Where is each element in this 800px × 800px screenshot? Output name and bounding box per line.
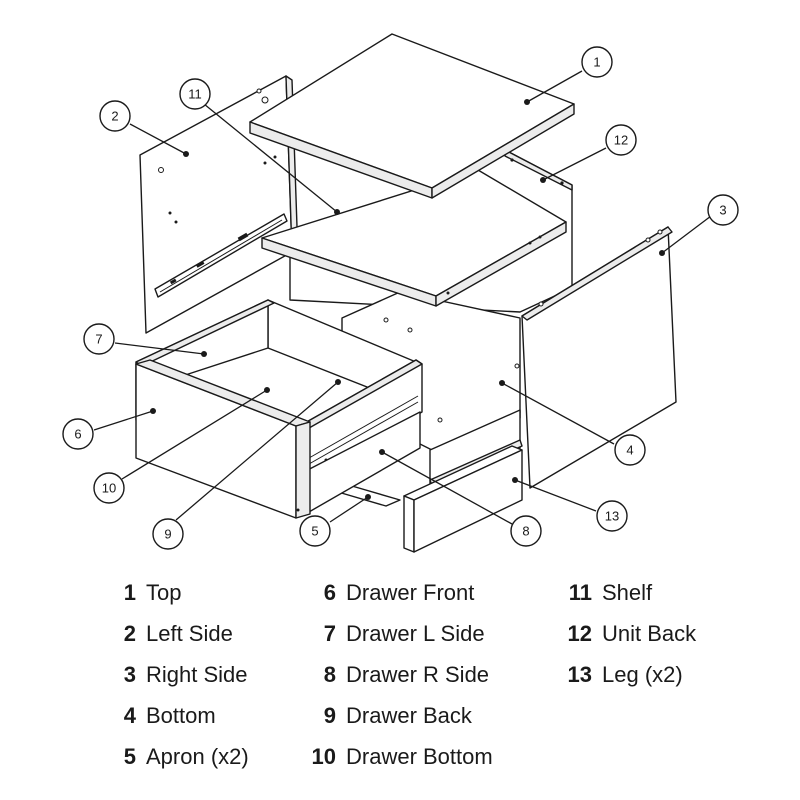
callout-7: 7 [83, 323, 115, 355]
svg-text:10: 10 [102, 481, 116, 496]
legend-label: Top [146, 580, 182, 605]
legend-number: 11 [568, 580, 592, 605]
callout-8: 8 [510, 515, 542, 547]
svg-text:11: 11 [188, 87, 202, 102]
legend-label: Drawer Back [346, 703, 472, 728]
svg-text:2: 2 [111, 109, 118, 124]
svg-text:7: 7 [95, 332, 102, 347]
legend-label: Drawer Front [346, 580, 475, 605]
callout-3: 3 [707, 194, 739, 226]
part-apron [337, 445, 523, 553]
legend-label: Drawer L Side [346, 621, 485, 646]
part-drawer [135, 299, 423, 519]
exploded-furniture-diagram: 1 2 3 4 5 6 7 8 9 10 11 12 13 [62, 33, 739, 553]
svg-text:9: 9 [164, 527, 171, 542]
svg-text:6: 6 [74, 427, 81, 442]
legend-item: 2 Left Side [100, 621, 233, 647]
legend-item: 4 Bottom [100, 703, 216, 729]
part-right-side [521, 226, 677, 489]
svg-text:4: 4 [626, 443, 633, 458]
legend-item: 1 Top [100, 580, 182, 606]
legend-label: Shelf [602, 580, 653, 605]
legend-number: 7 [323, 621, 336, 646]
legend-number: 13 [567, 662, 592, 687]
legend-number: 5 [123, 744, 136, 769]
callout-9: 9 [152, 518, 184, 550]
callout-4: 4 [614, 434, 646, 466]
legend-label: Leg (x2) [602, 662, 683, 687]
callout-13: 13 [596, 500, 628, 532]
svg-text:8: 8 [522, 524, 529, 539]
legend-item: 3 Right Side [100, 662, 248, 688]
legend-number: 10 [311, 744, 336, 769]
callout-11: 11 [179, 78, 211, 110]
legend-item: 6 Drawer Front [300, 580, 475, 606]
svg-text:1: 1 [593, 55, 600, 70]
part-shelf [261, 169, 567, 307]
callout-6: 6 [62, 418, 94, 450]
legend-number: 8 [323, 662, 336, 687]
parts-legend: 1 Top 2 Left Side 3 Right Side 4 Bottom 5 Apr… [0, 572, 800, 782]
svg-text:3: 3 [719, 203, 726, 218]
legend-item: 11 Shelf [556, 580, 652, 606]
legend-item: 9 Drawer Back [300, 703, 472, 729]
legend-item: 10 Drawer Bottom [300, 744, 493, 770]
legend-label: Right Side [146, 662, 248, 687]
legend-number: 2 [123, 621, 136, 646]
part-top [249, 33, 575, 199]
legend-label: Apron (x2) [146, 744, 249, 769]
legend-item: 5 Apron (x2) [100, 744, 249, 770]
legend-number: 9 [323, 703, 336, 728]
svg-text:5: 5 [311, 524, 318, 539]
legend-item: 7 Drawer L Side [300, 621, 485, 647]
svg-text:12: 12 [614, 133, 628, 148]
callout-5: 5 [299, 515, 331, 547]
svg-text:13: 13 [605, 509, 619, 524]
legend-number: 3 [123, 662, 136, 687]
legend-item: 8 Drawer R Side [300, 662, 489, 688]
legend-number: 12 [567, 621, 592, 646]
legend-label: Drawer Bottom [346, 744, 493, 769]
leader-lines [93, 70, 712, 525]
legend-label: Left Side [146, 621, 233, 646]
callout-12: 12 [605, 124, 637, 156]
callout-1: 1 [581, 46, 613, 78]
callout-2: 2 [99, 100, 131, 132]
legend-number: 6 [323, 580, 336, 605]
legend-item: 13 Leg (x2) [556, 662, 683, 688]
callout-10: 10 [93, 472, 125, 504]
legend-number: 4 [123, 703, 136, 728]
legend-label: Unit Back [602, 621, 697, 646]
legend-item: 12 Unit Back [556, 621, 697, 647]
legend-label: Drawer R Side [346, 662, 490, 687]
legend-label: Bottom [146, 703, 216, 728]
legend-number: 1 [123, 580, 136, 605]
